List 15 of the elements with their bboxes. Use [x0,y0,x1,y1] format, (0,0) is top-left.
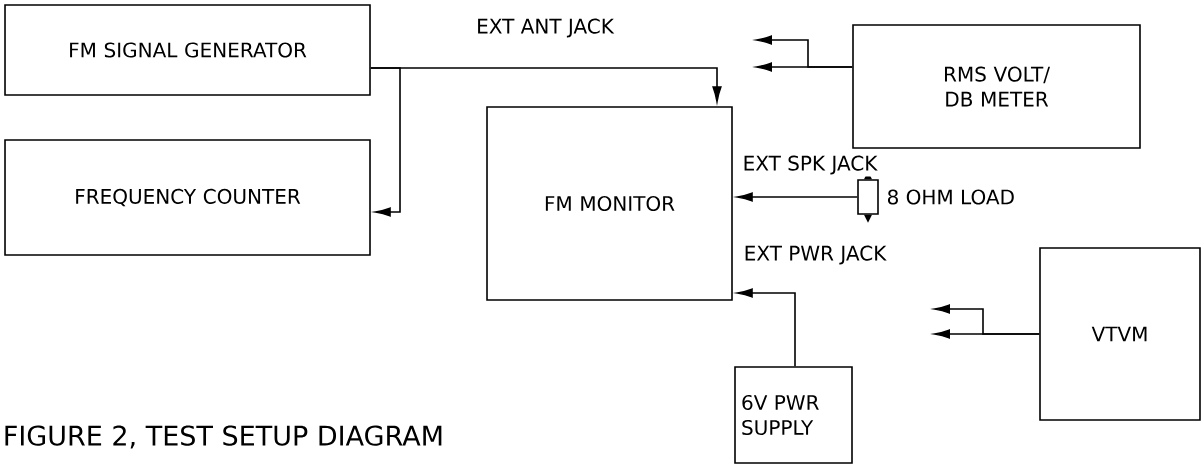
connector [370,67,401,217]
device-box: RMS VOLT/ DB METER [852,24,1141,149]
jack-label: EXT PWR JACK [741,243,889,267]
connector [736,192,858,202]
connector [736,288,796,367]
figure-caption: FIGURE 2, TEST SETUP DIAGRAM [5,425,442,449]
component-label: 8 OHM LOAD [887,189,1014,205]
device-box: FREQUENCY COUNTER [4,139,371,256]
device-box: FM MONITOR [486,106,733,301]
device-box: FM SIGNAL GENERATOR [4,4,371,96]
jack-label: EXT ANT JACK [474,16,616,40]
device-box: 6V PWR SUPPLY [734,366,853,464]
load-resistor [857,179,879,215]
device-box: VTVM [1039,247,1201,421]
jack-label: EXT SPK JACK [740,153,880,177]
